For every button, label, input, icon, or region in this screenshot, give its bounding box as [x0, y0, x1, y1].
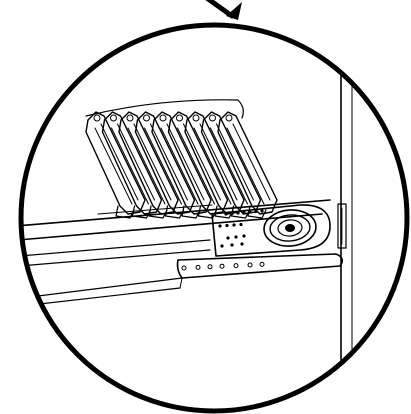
callout-circle: [18, 22, 410, 414]
rail-hole: [207, 264, 213, 270]
upper-rail: [21, 199, 331, 267]
rail-hole: [195, 264, 201, 270]
hinged-plate: [151, 111, 212, 219]
plate-hole: [230, 211, 234, 216]
plate-hole: [242, 234, 246, 238]
plate-hole: [224, 212, 228, 216]
plate-hole: [260, 209, 264, 213]
oval-latch: [263, 209, 317, 247]
hinge-rod: [85, 99, 244, 119]
plate-hole: [234, 235, 238, 239]
rail-hole: [259, 261, 265, 267]
mounting-plate: [211, 204, 331, 257]
hinged-plate: [118, 111, 179, 219]
plate-hole: [239, 222, 243, 227]
wall-bracket: [337, 203, 347, 249]
rail-hole: [181, 265, 187, 271]
plate-hole: [254, 209, 258, 214]
lower-rail-holes: [181, 261, 265, 271]
plate-hole: [236, 211, 240, 215]
plate-hole: [240, 242, 244, 246]
hinged-plate: [101, 111, 163, 219]
plate-hole: [242, 210, 246, 215]
rail-hole: [233, 263, 239, 269]
hinged-plate: [167, 111, 229, 219]
rail-hole: [247, 262, 253, 268]
plate-hole: [230, 243, 234, 247]
plate-hole: [248, 210, 252, 214]
callout-arrow: [205, 0, 242, 20]
plate-holes: [218, 209, 264, 248]
plate-hole: [218, 224, 222, 228]
lower-rail: [21, 253, 344, 307]
plate-hole: [232, 223, 236, 227]
detail-content: [21, 25, 353, 411]
plate-hole: [220, 244, 224, 248]
rail-hole: [219, 263, 225, 269]
plate-hole: [225, 223, 229, 228]
hinged-plates: [85, 99, 278, 219]
plate-hole: [226, 236, 230, 240]
